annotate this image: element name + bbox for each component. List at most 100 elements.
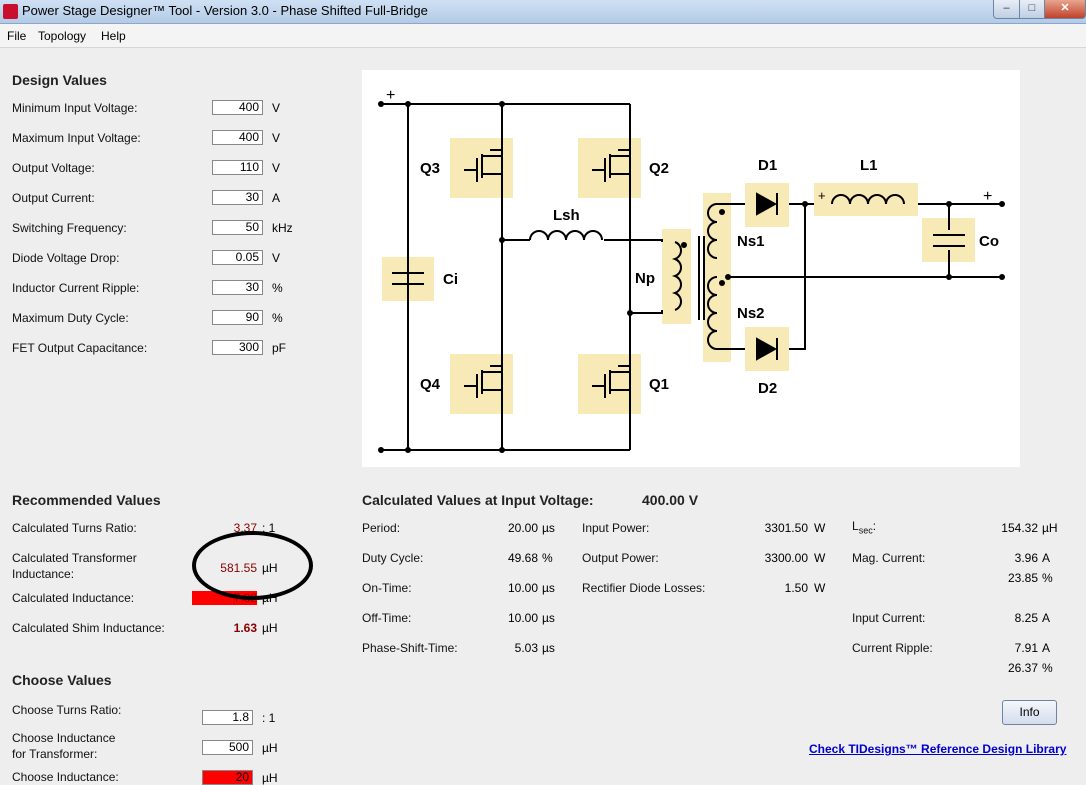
duty-cycle-value: 49.68 bbox=[507, 551, 538, 565]
menu-help[interactable]: Help bbox=[101, 29, 126, 43]
output-voltage-label: Output Voltage: bbox=[12, 161, 95, 175]
label-d2: D2 bbox=[758, 380, 777, 397]
diode-d1 bbox=[756, 192, 778, 216]
fet-output-capacitance-field[interactable]: 300 bbox=[212, 340, 263, 355]
label-plus-input: + bbox=[386, 87, 395, 104]
lsec-label-main: L bbox=[852, 519, 859, 533]
diode-voltage-drop-unit: V bbox=[272, 251, 281, 265]
inductor-lsh bbox=[529, 230, 603, 241]
menu-file[interactable]: File bbox=[7, 29, 27, 43]
output-current-unit: A bbox=[272, 191, 281, 205]
max-input-voltage-field[interactable]: 400 bbox=[212, 130, 263, 145]
diode-voltage-drop-label: Diode Voltage Drop: bbox=[12, 251, 120, 265]
mag-current-label: Mag. Current: bbox=[852, 551, 926, 565]
rectifier-diode-losses-label: Rectifier Diode Losses: bbox=[582, 581, 706, 595]
circuit-schematic: + + + Q3 Q2 Q4 Q1 Lsh Ci Np Ns1 Ns2 D1 D… bbox=[362, 70, 1020, 467]
menu-bar: File Topology Help bbox=[0, 24, 1086, 48]
transformer-primary bbox=[671, 241, 682, 311]
inductor-current-ripple-field[interactable]: 30 bbox=[212, 280, 263, 295]
output-voltage-field[interactable]: 110 bbox=[212, 160, 263, 175]
choose-inductance-field[interactable]: 20 bbox=[202, 770, 253, 785]
mag-current-value: 3.96 bbox=[1014, 551, 1038, 565]
fet-output-capacitance-unit: pF bbox=[272, 341, 287, 355]
label-ci: Ci bbox=[443, 271, 458, 288]
calc-shim-inductance-unit: µH bbox=[262, 621, 278, 635]
choose-xfmr-inductance-unit: µH bbox=[262, 741, 278, 755]
capacitor-co bbox=[933, 234, 965, 247]
mag-current-unit: A bbox=[1042, 551, 1051, 565]
app-logo-icon bbox=[3, 4, 18, 19]
current-ripple-unit: A bbox=[1042, 641, 1051, 655]
calculated-values-title: Calculated Values at Input Voltage: bbox=[362, 492, 594, 508]
output-power-value: 3300.00 bbox=[764, 551, 808, 565]
calc-shim-inductance-label: Calculated Shim Inductance: bbox=[12, 621, 165, 635]
switching-frequency-field[interactable]: 50 bbox=[212, 220, 263, 235]
period-unit: µs bbox=[542, 521, 555, 535]
phase-shift-time-unit: µs bbox=[542, 641, 555, 655]
fet-output-capacitance-label: FET Output Capacitance: bbox=[12, 341, 148, 355]
switching-frequency-label: Switching Frequency: bbox=[12, 221, 127, 235]
max-duty-cycle-field[interactable]: 90 bbox=[212, 310, 263, 325]
duty-cycle-unit: % bbox=[542, 551, 553, 565]
min-input-voltage-label: Minimum Input Voltage: bbox=[12, 101, 138, 115]
input-current-value: 8.25 bbox=[1014, 611, 1038, 625]
calc-inductance-label: Calculated Inductance: bbox=[12, 591, 135, 605]
phase-shift-time-value: 5.03 bbox=[514, 641, 538, 655]
title-bar: Power Stage Designer™ Tool - Version 3.0… bbox=[0, 0, 1086, 24]
info-button[interactable]: Info bbox=[1002, 700, 1057, 725]
off-time-label: Off-Time: bbox=[362, 611, 412, 625]
label-q4: Q4 bbox=[420, 376, 441, 393]
current-ripple-percent-unit: % bbox=[1042, 661, 1053, 675]
output-power-label: Output Power: bbox=[582, 551, 659, 565]
input-power-label: Input Power: bbox=[582, 521, 650, 535]
mag-current-percent-unit: % bbox=[1042, 571, 1053, 585]
choose-turns-ratio-field[interactable]: 1.8 bbox=[202, 710, 253, 725]
min-input-voltage-field[interactable]: 400 bbox=[212, 100, 263, 115]
capacitor-ci bbox=[392, 272, 424, 285]
output-power-unit: W bbox=[814, 551, 826, 565]
off-time-value: 10.00 bbox=[507, 611, 538, 625]
rectifier-diode-losses-value: 1.50 bbox=[784, 581, 808, 595]
label-plus-l1: + bbox=[818, 188, 826, 203]
calc-turns-ratio-label: Calculated Turns Ratio: bbox=[12, 521, 137, 535]
choose-xfmr-inductance-label-2: for Transformer: bbox=[12, 747, 98, 761]
choose-xfmr-inductance-field[interactable]: 500 bbox=[202, 740, 253, 755]
label-np: Np bbox=[635, 270, 655, 287]
close-button[interactable]: ✕ bbox=[1044, 0, 1086, 19]
transformer-secondary bbox=[698, 203, 718, 350]
choose-xfmr-inductance-label-1: Choose Inductance bbox=[12, 731, 116, 745]
lsec-label-sub: sec bbox=[858, 525, 873, 536]
calc-xfmr-inductance-label-2: Inductance: bbox=[12, 567, 75, 581]
label-q2: Q2 bbox=[649, 160, 669, 177]
output-voltage-unit: V bbox=[272, 161, 281, 175]
minimize-button[interactable]: – bbox=[993, 0, 1020, 19]
output-current-field[interactable]: 30 bbox=[212, 190, 263, 205]
label-plus-output: + bbox=[983, 188, 992, 205]
recommended-values-title: Recommended Values bbox=[12, 492, 161, 508]
min-input-voltage-unit: V bbox=[272, 101, 281, 115]
diode-voltage-drop-field[interactable]: 0.05 bbox=[212, 250, 263, 265]
label-co: Co bbox=[979, 233, 999, 250]
mag-current-percent: 23.85 bbox=[1007, 571, 1038, 585]
input-current-label: Input Current: bbox=[852, 611, 926, 625]
lsec-label: Lsec: bbox=[852, 519, 876, 538]
phase-shift-time-label: Phase-Shift-Time: bbox=[362, 641, 458, 655]
period-label: Period: bbox=[362, 521, 401, 535]
maximize-button[interactable]: □ bbox=[1019, 0, 1045, 19]
label-ns2: Ns2 bbox=[737, 305, 765, 322]
window-title: Power Stage Designer™ Tool - Version 3.0… bbox=[22, 3, 428, 18]
input-power-value: 3301.50 bbox=[764, 521, 808, 535]
current-ripple-percent: 26.37 bbox=[1007, 661, 1038, 675]
lsec-value: 154.32 bbox=[1001, 521, 1038, 535]
calculated-input-voltage: 400.00 V bbox=[642, 492, 699, 508]
calc-shim-inductance-value: 1.63 bbox=[233, 621, 257, 635]
hand-drawn-circle-annotation bbox=[192, 531, 313, 600]
inductor-l1 bbox=[831, 194, 905, 205]
label-q3: Q3 bbox=[420, 160, 440, 177]
menu-topology[interactable]: Topology bbox=[38, 29, 87, 43]
design-values-title: Design Values bbox=[12, 72, 107, 88]
on-time-value: 10.00 bbox=[507, 581, 538, 595]
off-time-unit: µs bbox=[542, 611, 555, 625]
on-time-unit: µs bbox=[542, 581, 555, 595]
reference-design-link[interactable]: Check TIDesigns™ Reference Design Librar… bbox=[809, 742, 1067, 756]
